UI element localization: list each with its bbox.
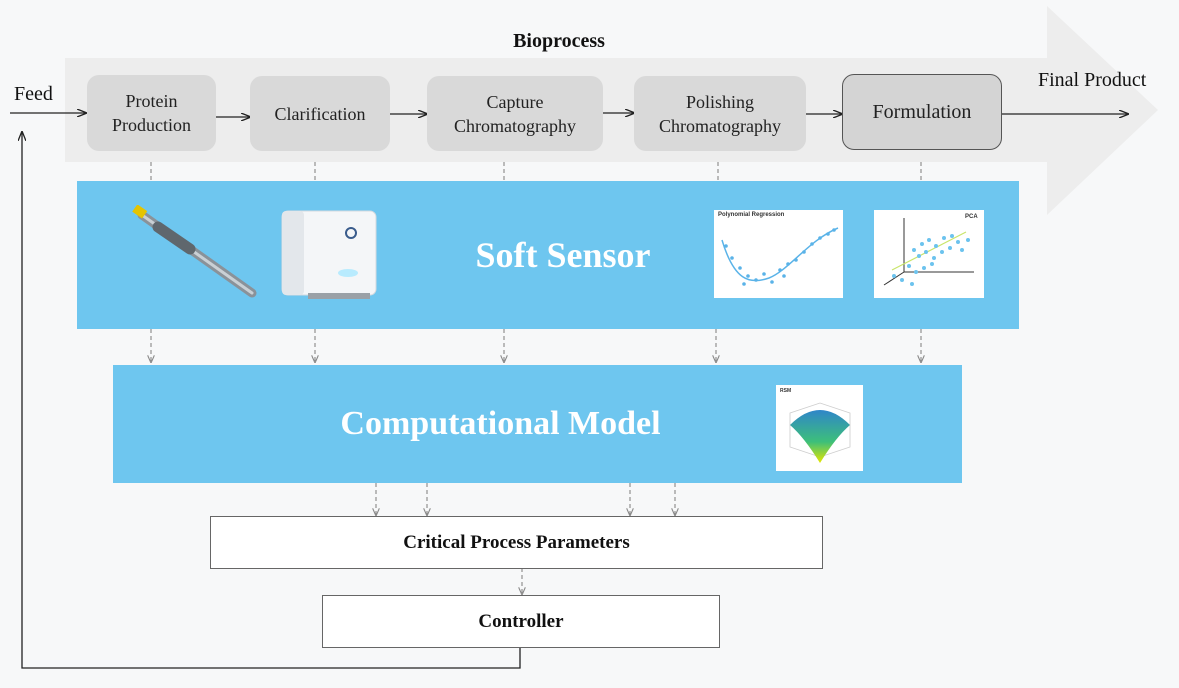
step-protein-production[interactable]: Protein Production xyxy=(87,75,216,151)
final-product-label: Final Product xyxy=(1038,69,1147,91)
critical-process-parameters-box[interactable]: Critical Process Parameters xyxy=(210,516,823,569)
soft-sensor-band: Soft Sensor xyxy=(77,181,1019,329)
bioprocess-title: Bioprocess xyxy=(513,30,605,52)
pca-plot: PCA xyxy=(874,210,984,298)
feed-label: Feed xyxy=(14,83,53,105)
step-capture-chromatography[interactable]: Capture Chromatography xyxy=(427,76,603,151)
step-polishing-chromatography[interactable]: Polishing Chromatography xyxy=(634,76,806,151)
polynomial-regression-plot: Polynomial Regression xyxy=(714,210,843,298)
controller-box[interactable]: Controller xyxy=(322,595,720,648)
response-surface-plot: RSM xyxy=(776,385,863,471)
polynomial-regression-title: Polynomial Regression xyxy=(718,212,785,218)
soft-sensor-label: Soft Sensor xyxy=(475,235,651,275)
probe-sensor-icon xyxy=(132,205,257,298)
surface-plot-title: RSM xyxy=(780,388,792,394)
analyzer-instrument-icon xyxy=(281,210,377,299)
pca-title: PCA xyxy=(965,214,978,220)
step-clarification[interactable]: Clarification xyxy=(250,76,390,151)
step-formulation[interactable]: Formulation xyxy=(842,74,1002,150)
computational-model-label: Computational Model xyxy=(340,405,661,442)
